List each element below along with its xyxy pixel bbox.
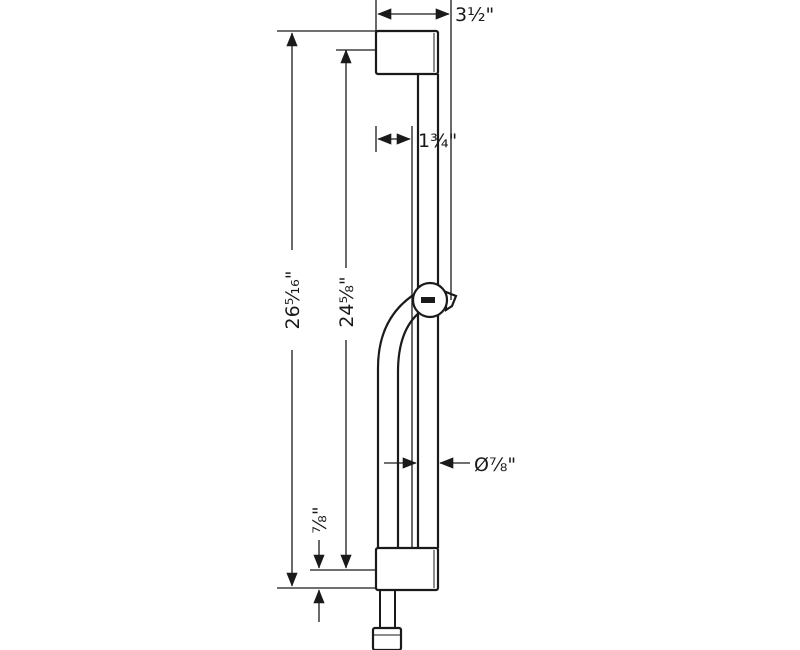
label-rail-diameter: Ø⅞"	[474, 454, 516, 476]
dimension-bottom-bracket-height: ⅞"	[309, 506, 331, 622]
top-wall-bracket	[374, 29, 440, 76]
label-bar-offset: 1¾"	[418, 130, 457, 152]
label-rail-height: 24⅝"	[336, 276, 358, 327]
dimension-bar-offset: 1¾"	[375, 126, 457, 152]
bottom-wall-bracket	[374, 546, 440, 592]
label-bottom-bracket-height: ⅞"	[309, 506, 331, 533]
label-bracket-width: 3½"	[455, 4, 494, 26]
slider-knob	[411, 281, 458, 319]
dimension-bracket-width: 3½"	[377, 4, 494, 26]
dimension-overall-height: 26⁵⁄₁₆"	[282, 32, 304, 587]
dimension-rail-height: 24⅝"	[336, 49, 376, 569]
dimension-rail-diameter: Ø⅞"	[384, 454, 516, 476]
extension-lines	[277, 0, 452, 589]
hose-connector	[371, 626, 403, 650]
shower-rail-part	[371, 29, 458, 650]
label-overall-height: 26⁵⁄₁₆"	[282, 271, 304, 330]
